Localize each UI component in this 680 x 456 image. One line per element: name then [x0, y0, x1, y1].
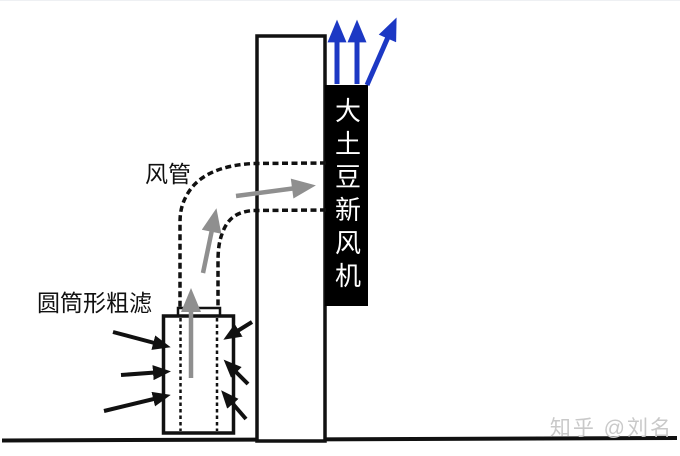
intake-arrow-left-3-icon	[103, 391, 171, 413]
airflow-arrow-diagonal-icon	[200, 208, 222, 274]
duct-outer-dashed-line	[178, 161, 327, 308]
fan-unit-label: 大土豆新风机	[331, 96, 362, 295]
duct-collar	[176, 306, 222, 315]
filter-cylinder	[161, 314, 236, 435]
ground-line	[1, 436, 678, 443]
intake-arrow-right-3-icon	[221, 390, 248, 421]
intake-arrow-right-2-icon	[223, 359, 250, 386]
fan-unit-box	[325, 85, 368, 306]
airflow-arrow-right-icon	[235, 178, 316, 199]
duct-label: 风管	[145, 161, 191, 187]
intake-arrow-left-1-icon	[112, 330, 171, 350]
duct-inner-dashed-line	[216, 208, 327, 308]
vertical-duct	[255, 34, 327, 443]
intake-arrow-right-1-icon	[223, 320, 254, 340]
exhaust-arrow-3-icon	[364, 17, 397, 87]
intake-arrow-left-2-icon	[120, 365, 171, 381]
watermark: 知乎 @刘名	[549, 417, 673, 440]
filter-label: 圆筒形粗滤	[37, 290, 152, 316]
